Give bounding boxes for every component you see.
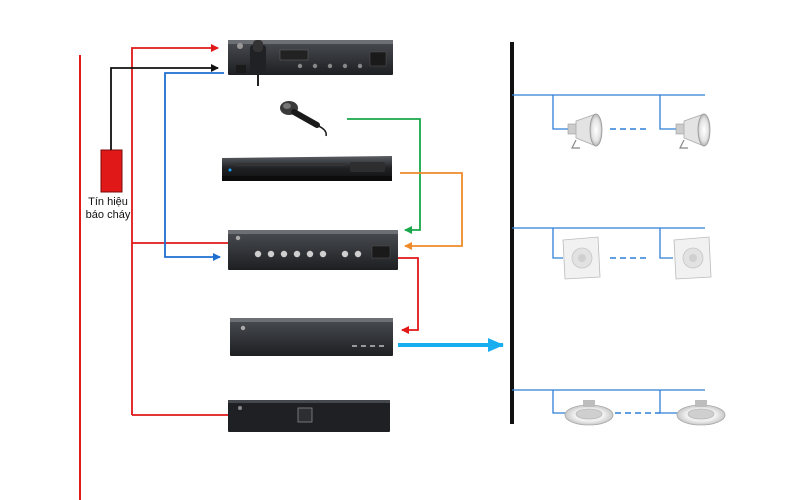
dvd-player-icon <box>222 156 392 181</box>
ceiling-speaker-icon <box>676 400 726 426</box>
fire-alarm-connections <box>131 44 228 416</box>
wall-box-speaker-icon <box>562 236 601 280</box>
dvd-audio-line <box>400 172 463 250</box>
horn-speaker-icon <box>567 113 603 149</box>
fire-alarm-signal-box <box>100 149 123 193</box>
paging-controller <box>228 40 393 86</box>
wall-box-speaker-icon <box>673 236 712 280</box>
fire-alarm-label-line-1: Tín hiệu <box>88 196 128 208</box>
rack-power-unit-icon <box>228 400 390 432</box>
horn-speaker-icon <box>675 113 711 149</box>
alarm-control-line <box>110 64 219 150</box>
fire-alarm-signal-label: Tín hiệu báo cháy <box>78 196 138 222</box>
handheld-microphone-icon <box>280 101 327 137</box>
fire-alarm-label-line-2: báo cháy <box>85 209 131 221</box>
mixer-to-amplifier-line <box>398 257 419 334</box>
zone-1-wiring <box>512 94 705 130</box>
mixer-amplifier-icon <box>228 230 398 270</box>
ceiling-speaker-icon <box>564 400 614 426</box>
controller-mixer-link <box>164 72 224 261</box>
fire-line-to-controller <box>131 44 219 415</box>
zone-2-wiring <box>512 227 705 259</box>
microphone-line <box>347 118 421 234</box>
microphone-stand-icon <box>236 40 266 86</box>
power-amplifier-icon <box>230 318 393 356</box>
